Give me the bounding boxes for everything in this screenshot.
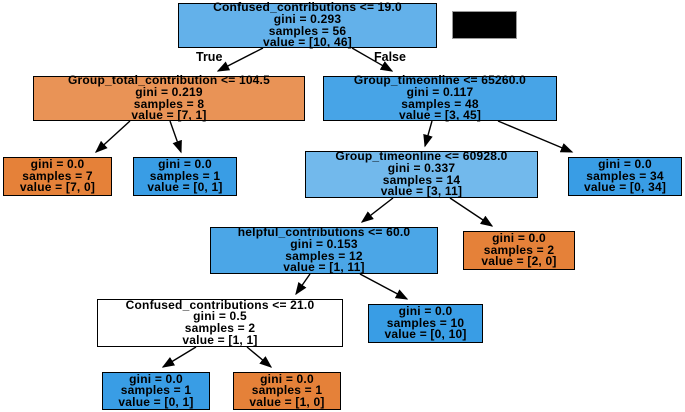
tree-node-group-timeonline-60928: Group_timeonline <= 60928.0 gini = 0.337… xyxy=(305,151,538,198)
tree-leaf-0-1-a: gini = 0.0 samples = 1 value = [0, 1] xyxy=(133,157,237,196)
node-gini: gini = 0.0 xyxy=(492,231,546,246)
node-samples: samples = 12 xyxy=(285,248,363,263)
node-condition: Group_total_contribution <= 104.5 xyxy=(68,73,270,88)
node-condition: Confused_contributions <= 21.0 xyxy=(125,297,315,312)
node-condition: Group_timeonline <= 65260.0 xyxy=(353,73,527,88)
node-samples: samples = 56 xyxy=(268,23,347,38)
node-value: value = [3, 45] xyxy=(398,108,482,123)
node-gini: gini = 0.219 xyxy=(135,84,203,99)
node-samples: samples = 10 xyxy=(386,315,465,330)
node-samples: samples = 2 xyxy=(184,321,256,335)
node-samples: samples = 1 xyxy=(251,383,323,398)
edge-label-false: False xyxy=(374,50,406,64)
node-value: value = [2, 0] xyxy=(481,254,557,269)
node-value: value = [0, 1] xyxy=(147,180,223,195)
node-gini: gini = 0.0 xyxy=(129,371,183,386)
node-value: value = [0, 10] xyxy=(384,327,467,342)
tree-leaf-0-1-b: gini = 0.0 samples = 1 value = [0, 1] xyxy=(102,372,210,410)
node-gini: gini = 0.5 xyxy=(193,309,247,324)
node-samples: samples = 1 xyxy=(149,168,221,183)
tree-leaf-2-0: gini = 0.0 samples = 2 value = [2, 0] xyxy=(463,231,575,270)
node-value: value = [7, 0] xyxy=(19,180,96,195)
tree-node-confused-contributions-21: Confused_contributions <= 21.0 gini = 0.… xyxy=(97,299,343,347)
node-samples: samples = 14 xyxy=(382,172,461,187)
node-samples: samples = 34 xyxy=(586,168,664,183)
node-gini: gini = 0.337 xyxy=(387,160,456,175)
tree-leaf-1-0: gini = 0.0 samples = 1 value = [1, 0] xyxy=(233,372,341,410)
edge-label-true: True xyxy=(196,50,223,64)
node-value: value = [1, 11] xyxy=(283,260,365,275)
node-value: value = [0, 34] xyxy=(583,180,667,195)
node-condition: helpful_contributions <= 60.0 xyxy=(237,225,411,240)
node-samples: samples = 8 xyxy=(133,96,205,111)
node-samples: samples = 7 xyxy=(22,168,93,183)
node-value: value = [0, 1] xyxy=(118,394,194,409)
node-samples: samples = 2 xyxy=(483,242,555,257)
tree-node-root: Confused_contributions <= 19.0 gini = 0.… xyxy=(178,0,437,50)
node-value: value = [1, 0] xyxy=(249,394,325,409)
redacted-black-box xyxy=(452,11,517,39)
tree-node-helpful-contributions: helpful_contributions <= 60.0 gini = 0.1… xyxy=(210,227,438,274)
node-gini: gini = 0.0 xyxy=(30,157,85,172)
node-gini: gini = 0.293 xyxy=(273,11,342,26)
tree-node-group-timeonline-65260: Group_timeonline <= 65260.0 gini = 0.117… xyxy=(323,73,557,123)
node-value: value = [7, 1] xyxy=(131,108,207,123)
tree-node-group-total-contribution: Group_total_contribution <= 104.5 gini =… xyxy=(33,73,305,123)
node-gini: gini = 0.117 xyxy=(406,84,474,99)
node-samples: samples = 1 xyxy=(120,383,192,398)
tree-leaf-0-10: gini = 0.0 samples = 10 value = [0, 10] xyxy=(368,304,483,343)
tree-leaf-7-0: gini = 0.0 samples = 7 value = [7, 0] xyxy=(3,157,112,196)
node-gini: gini = 0.0 xyxy=(598,157,652,172)
node-gini: gini = 0.0 xyxy=(158,157,212,172)
node-condition: Group_timeonline <= 60928.0 xyxy=(335,149,508,164)
node-condition: Confused_contributions <= 19.0 xyxy=(213,0,402,15)
node-gini: gini = 0.0 xyxy=(260,371,314,386)
node-value: value = [1, 1] xyxy=(182,332,258,347)
node-gini: gini = 0.153 xyxy=(290,236,358,251)
tree-leaf-0-34: gini = 0.0 samples = 34 value = [0, 34] xyxy=(568,157,682,196)
node-samples: samples = 48 xyxy=(401,96,479,111)
node-value: value = [10, 46] xyxy=(263,35,352,50)
node-value: value = [3, 11] xyxy=(380,184,463,199)
node-gini: gini = 0.0 xyxy=(398,304,453,319)
